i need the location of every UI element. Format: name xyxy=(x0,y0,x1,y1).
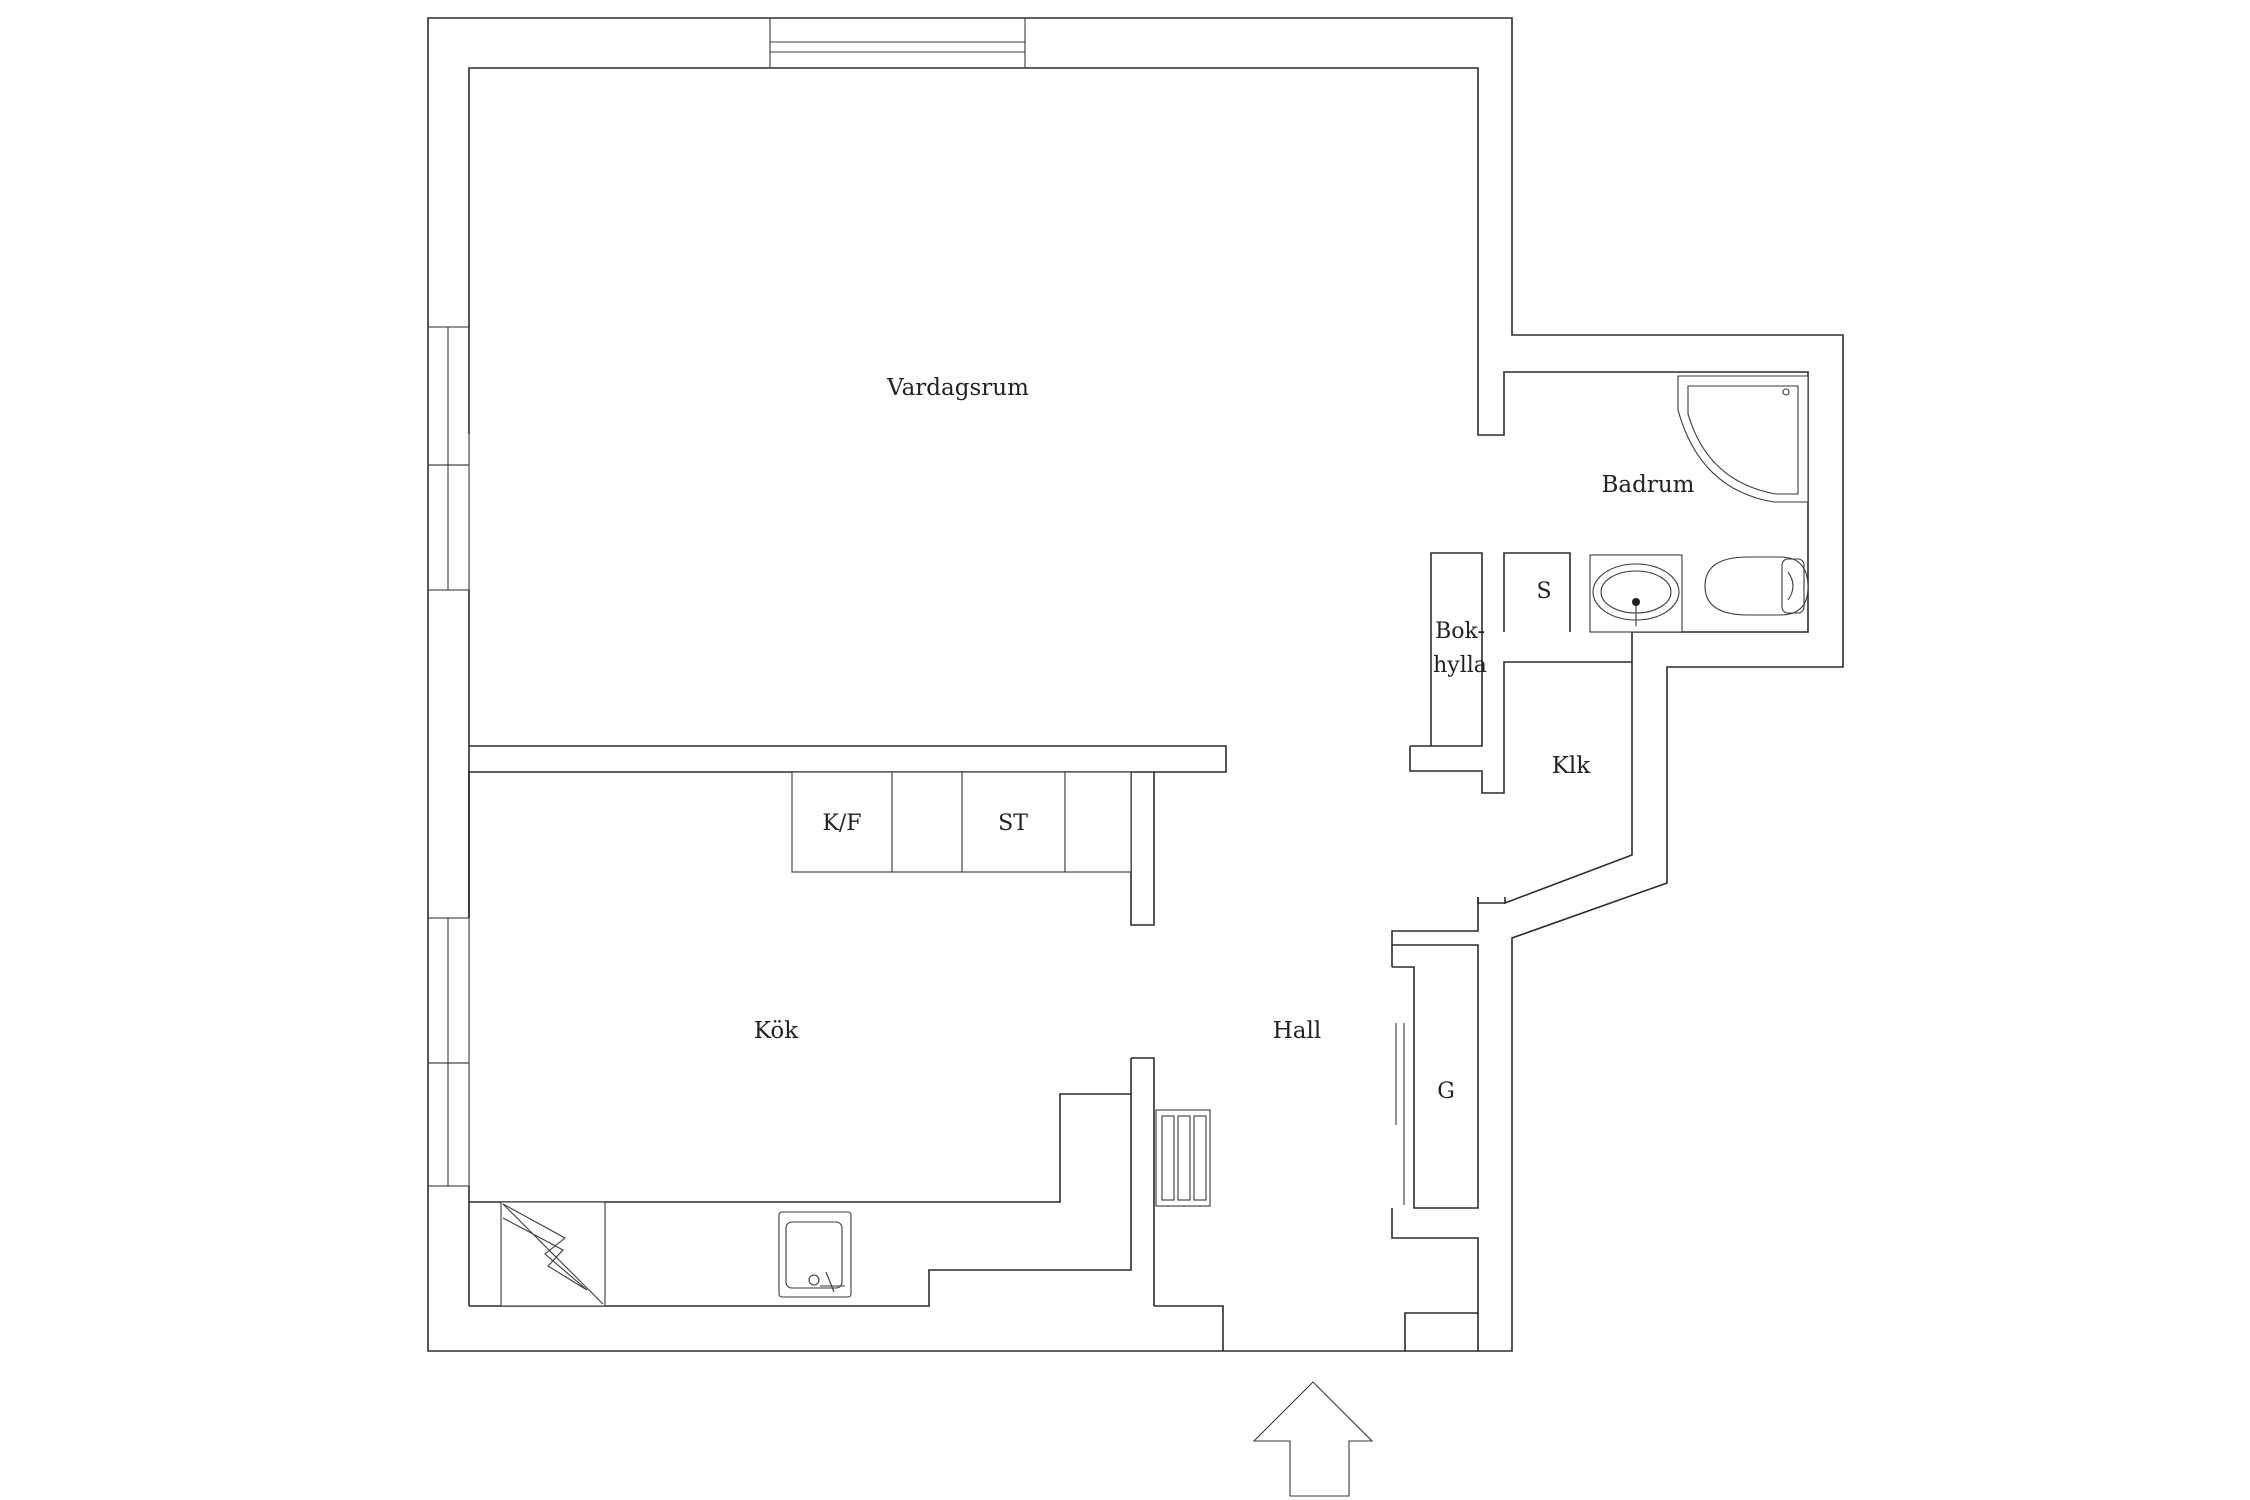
kitchen-upper-cabinets xyxy=(791,771,1132,873)
room-label-klk: Klk xyxy=(1552,753,1592,779)
fixture-label-st: ST xyxy=(998,811,1028,836)
corner-bathtub-icon xyxy=(1677,375,1809,503)
kitchen-sink-icon xyxy=(778,1211,852,1298)
fixture-label-bokhylla-2: hylla xyxy=(1433,653,1487,678)
outer-walls xyxy=(427,17,1844,1352)
room-label-kok: Kök xyxy=(754,1018,799,1044)
washbasin-icon xyxy=(1589,554,1683,633)
interior-walls xyxy=(468,552,1632,1351)
fixture-label-bokhylla-1: Bok- xyxy=(1435,619,1485,644)
room-label-hall: Hall xyxy=(1273,1018,1321,1044)
fixture-label-s: S xyxy=(1536,579,1551,604)
outer-wall-outline xyxy=(427,17,1844,1352)
fixture-label-g: G xyxy=(1437,1079,1455,1104)
radiator-icon xyxy=(1155,1109,1211,1207)
entrance-arrow-icon xyxy=(1252,1381,1374,1497)
room-label-vardagsrum: Vardagsrum xyxy=(886,375,1029,401)
left-windows xyxy=(427,326,470,1306)
toilet-icon xyxy=(1704,556,1809,616)
fixture-label-kf: K/F xyxy=(822,811,861,836)
stove-icon xyxy=(500,1201,606,1307)
inner-wall-line-top xyxy=(468,67,1809,905)
room-label-badrum: Badrum xyxy=(1602,472,1695,498)
top-window xyxy=(769,17,1026,69)
